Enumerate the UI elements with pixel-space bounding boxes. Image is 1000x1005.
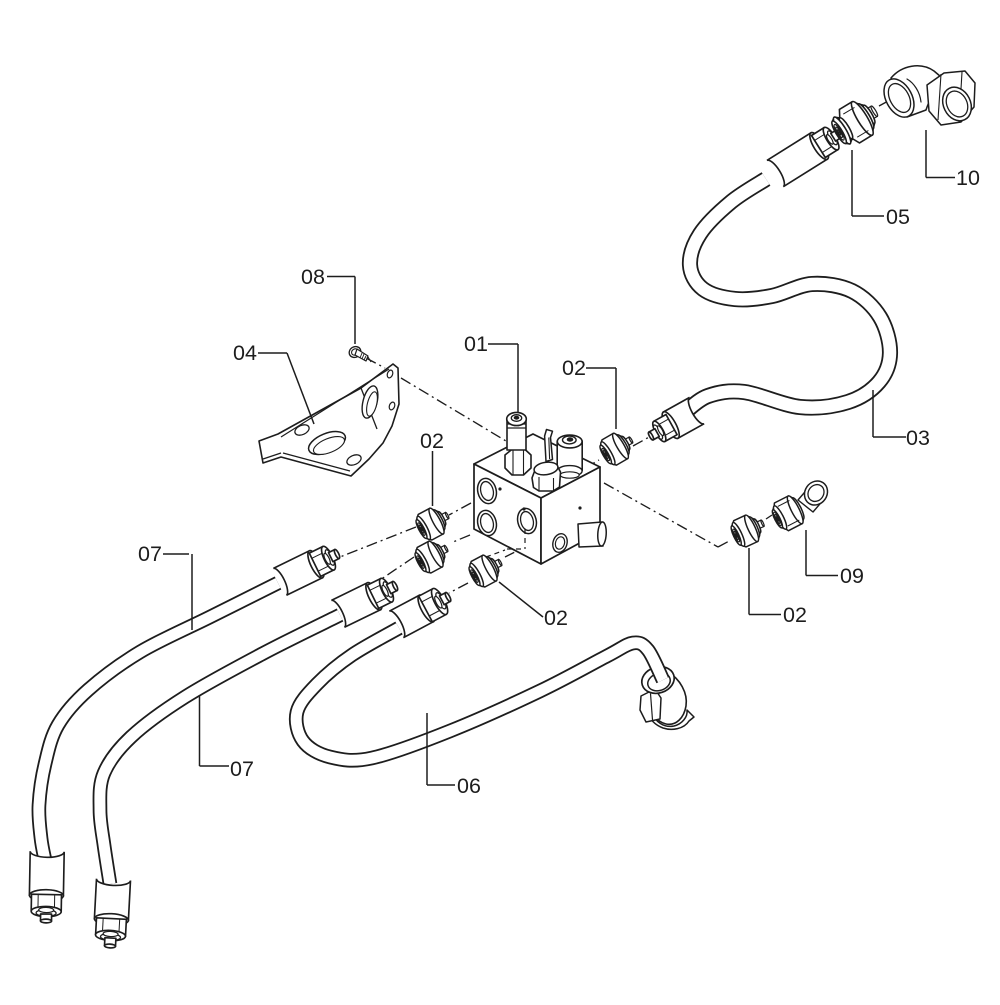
svg-text:02: 02 xyxy=(544,606,568,630)
svg-text:07: 07 xyxy=(138,542,162,566)
svg-text:10: 10 xyxy=(956,166,980,190)
svg-text:08: 08 xyxy=(301,265,325,289)
svg-text:02: 02 xyxy=(420,429,444,453)
svg-text:03: 03 xyxy=(906,426,930,450)
svg-text:07: 07 xyxy=(230,757,254,781)
svg-text:05: 05 xyxy=(886,205,910,229)
svg-text:06: 06 xyxy=(457,774,481,798)
svg-text:01: 01 xyxy=(464,332,488,356)
svg-text:04: 04 xyxy=(233,341,257,365)
svg-text:09: 09 xyxy=(840,564,864,588)
svg-text:02: 02 xyxy=(562,356,586,380)
svg-text:02: 02 xyxy=(783,603,807,627)
